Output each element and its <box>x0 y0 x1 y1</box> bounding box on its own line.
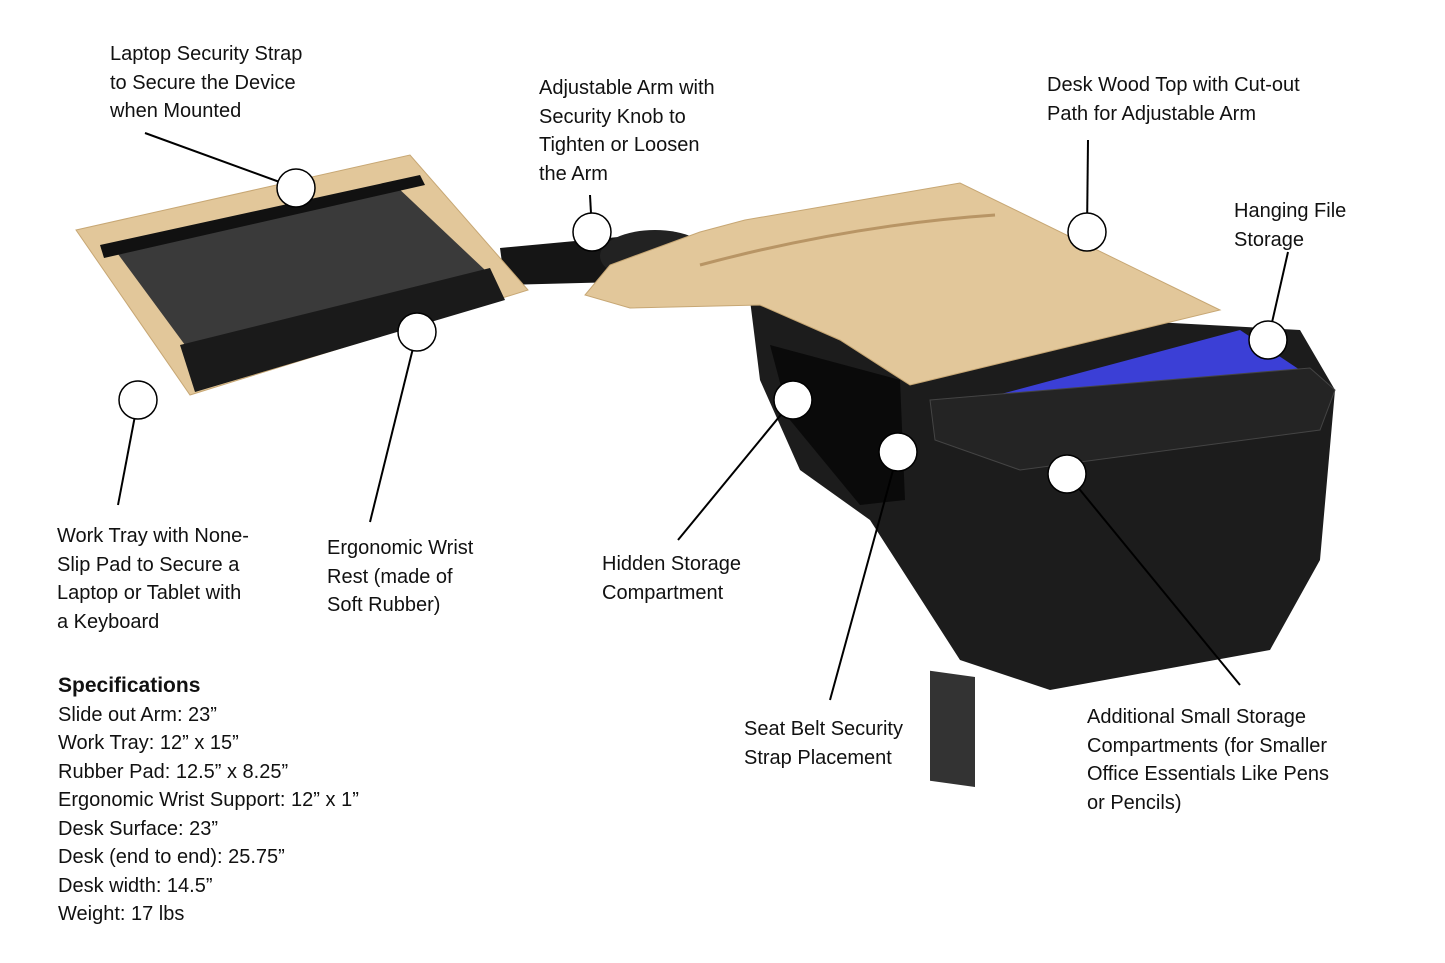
callout-marker-adjustable-arm <box>572 212 612 252</box>
desk-wood-top <box>584 182 1222 386</box>
callout-seat-belt: Seat Belt Security Strap Placement <box>744 718 903 769</box>
callout-adjustable-arm: Adjustable Arm with Security Knob to Tig… <box>539 77 715 185</box>
specifications-title: Specifications <box>58 674 201 697</box>
specifications: Specifications Slide out Arm: 23” Work T… <box>58 672 359 929</box>
front-compartments <box>929 367 1336 471</box>
callout-marker-laptop-strap <box>276 168 316 208</box>
non-slip-pad <box>115 185 485 345</box>
callout-hanging-file: Hanging File Storage <box>1234 200 1347 251</box>
callout-marker-work-tray <box>118 380 158 420</box>
spec-item: Desk (end to end): 25.75” <box>58 846 285 868</box>
spec-item: Ergonomic Wrist Support: 12” x 1” <box>58 789 359 811</box>
callout-marker-desk-top <box>1067 212 1107 252</box>
callout-laptop-strap: Laptop Security Strap to Secure the Devi… <box>110 43 303 122</box>
wrist-rest <box>180 268 505 392</box>
callout-marker-wrist-rest <box>397 312 437 352</box>
callout-wrist-rest: Ergonomic Wrist Rest (made of Soft Rubbe… <box>327 537 474 616</box>
spec-item: Slide out Arm: 23” <box>58 703 217 726</box>
callout-desk-top: Desk Wood Top with Cut-out Path for Adju… <box>1047 74 1300 125</box>
spec-item: Weight: 17 lbs <box>58 903 185 925</box>
spec-item: Desk Surface: 23” <box>58 817 219 840</box>
laptop-strap <box>100 175 425 258</box>
instruction-label <box>930 670 975 788</box>
callout-work-tray: Work Tray with None- Slip Pad to Secure … <box>57 525 249 633</box>
spec-item: Work Tray: 12” x 15” <box>58 732 239 754</box>
callout-marker-hanging-file <box>1248 320 1288 360</box>
callout-marker-hidden-storage <box>773 380 813 420</box>
callout-hidden-storage: Hidden Storage Compartment <box>602 553 741 604</box>
spec-item: Desk width: 14.5” <box>58 874 213 897</box>
callout-marker-small-storage <box>1047 454 1087 494</box>
callout-small-storage: Additional Small Storage Compartments (f… <box>1087 706 1329 814</box>
callout-marker-seat-belt <box>878 432 918 472</box>
spec-item: Rubber Pad: 12.5” x 8.25” <box>58 760 289 783</box>
